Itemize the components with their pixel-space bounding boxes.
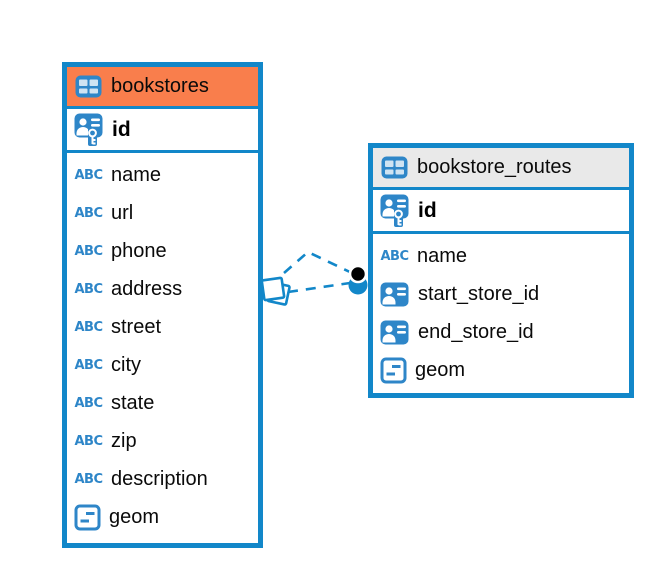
column-label: description xyxy=(111,467,208,490)
geometry-type-icon xyxy=(380,357,407,384)
column-label: name xyxy=(417,244,468,267)
relationship-diamond-endpoint[interactable] xyxy=(260,276,291,306)
column-row[interactable]: ABC state xyxy=(67,384,258,422)
geometry-type-icon xyxy=(74,504,101,531)
column-row[interactable]: ABC description xyxy=(67,460,258,498)
relationship-circle-endpoint[interactable] xyxy=(348,264,368,295)
column-row[interactable]: ABC name xyxy=(67,156,258,194)
column-label: id xyxy=(418,198,437,222)
column-row[interactable]: ABC address xyxy=(67,270,258,308)
text-type-icon: ABC xyxy=(74,357,103,373)
column-label: state xyxy=(111,391,155,414)
entity-title: bookstores xyxy=(111,75,209,97)
foreign-key-icon xyxy=(380,282,410,307)
text-type-icon: ABC xyxy=(380,248,409,264)
text-type-icon: ABC xyxy=(74,205,103,221)
column-label: address xyxy=(111,277,183,300)
text-type-icon: ABC xyxy=(74,167,103,183)
primary-key-icon xyxy=(74,113,104,147)
text-type-icon: ABC xyxy=(74,395,103,411)
entity-bookstore-routes-columns: ABC name start_store_id xyxy=(373,234,629,391)
column-row[interactable]: ABC city xyxy=(67,346,258,384)
column-label: start_store_id xyxy=(418,282,540,305)
primary-key-icon xyxy=(380,194,410,228)
entity-title: bookstore_routes xyxy=(417,156,572,178)
column-row[interactable]: start_store_id xyxy=(373,275,629,313)
column-label: geom xyxy=(109,505,160,528)
column-row-pk[interactable]: id xyxy=(67,109,258,153)
column-label: street xyxy=(111,315,162,338)
relationship-line-start-store[interactable] xyxy=(287,281,351,294)
table-icon xyxy=(75,75,102,98)
column-label: phone xyxy=(111,239,167,262)
foreign-key-icon xyxy=(380,320,410,345)
column-row[interactable]: end_store_id xyxy=(373,313,629,351)
text-type-icon: ABC xyxy=(74,319,103,335)
column-label: city xyxy=(111,353,141,376)
text-type-icon: ABC xyxy=(74,433,103,449)
column-row[interactable]: geom xyxy=(373,351,629,389)
text-type-icon: ABC xyxy=(74,281,103,297)
table-icon xyxy=(381,156,408,179)
entity-bookstore-routes-header[interactable]: bookstore_routes xyxy=(373,148,629,190)
entity-bookstores[interactable]: bookstores id A xyxy=(62,62,263,548)
entity-bookstore-routes[interactable]: bookstore_routes id xyxy=(368,143,634,398)
column-row[interactable]: ABC street xyxy=(67,308,258,346)
column-label: url xyxy=(111,201,134,224)
entity-bookstores-header[interactable]: bookstores xyxy=(67,67,258,109)
column-label: end_store_id xyxy=(418,320,534,343)
column-row[interactable]: ABC name xyxy=(373,237,629,275)
relationship-line-end-store[interactable] xyxy=(283,250,353,275)
column-row[interactable]: ABC zip xyxy=(67,422,258,460)
column-label: name xyxy=(111,163,162,186)
column-label: geom xyxy=(415,358,466,381)
column-row[interactable]: geom xyxy=(67,498,258,536)
text-type-icon: ABC xyxy=(74,471,103,487)
column-row[interactable]: ABC url xyxy=(67,194,258,232)
entity-bookstores-columns: ABC name ABC url ABC phone ABC address A… xyxy=(67,153,258,538)
column-label: zip xyxy=(111,429,137,452)
column-row[interactable]: ABC phone xyxy=(67,232,258,270)
column-label: id xyxy=(112,117,131,141)
column-row-pk[interactable]: id xyxy=(373,190,629,234)
text-type-icon: ABC xyxy=(74,243,103,259)
